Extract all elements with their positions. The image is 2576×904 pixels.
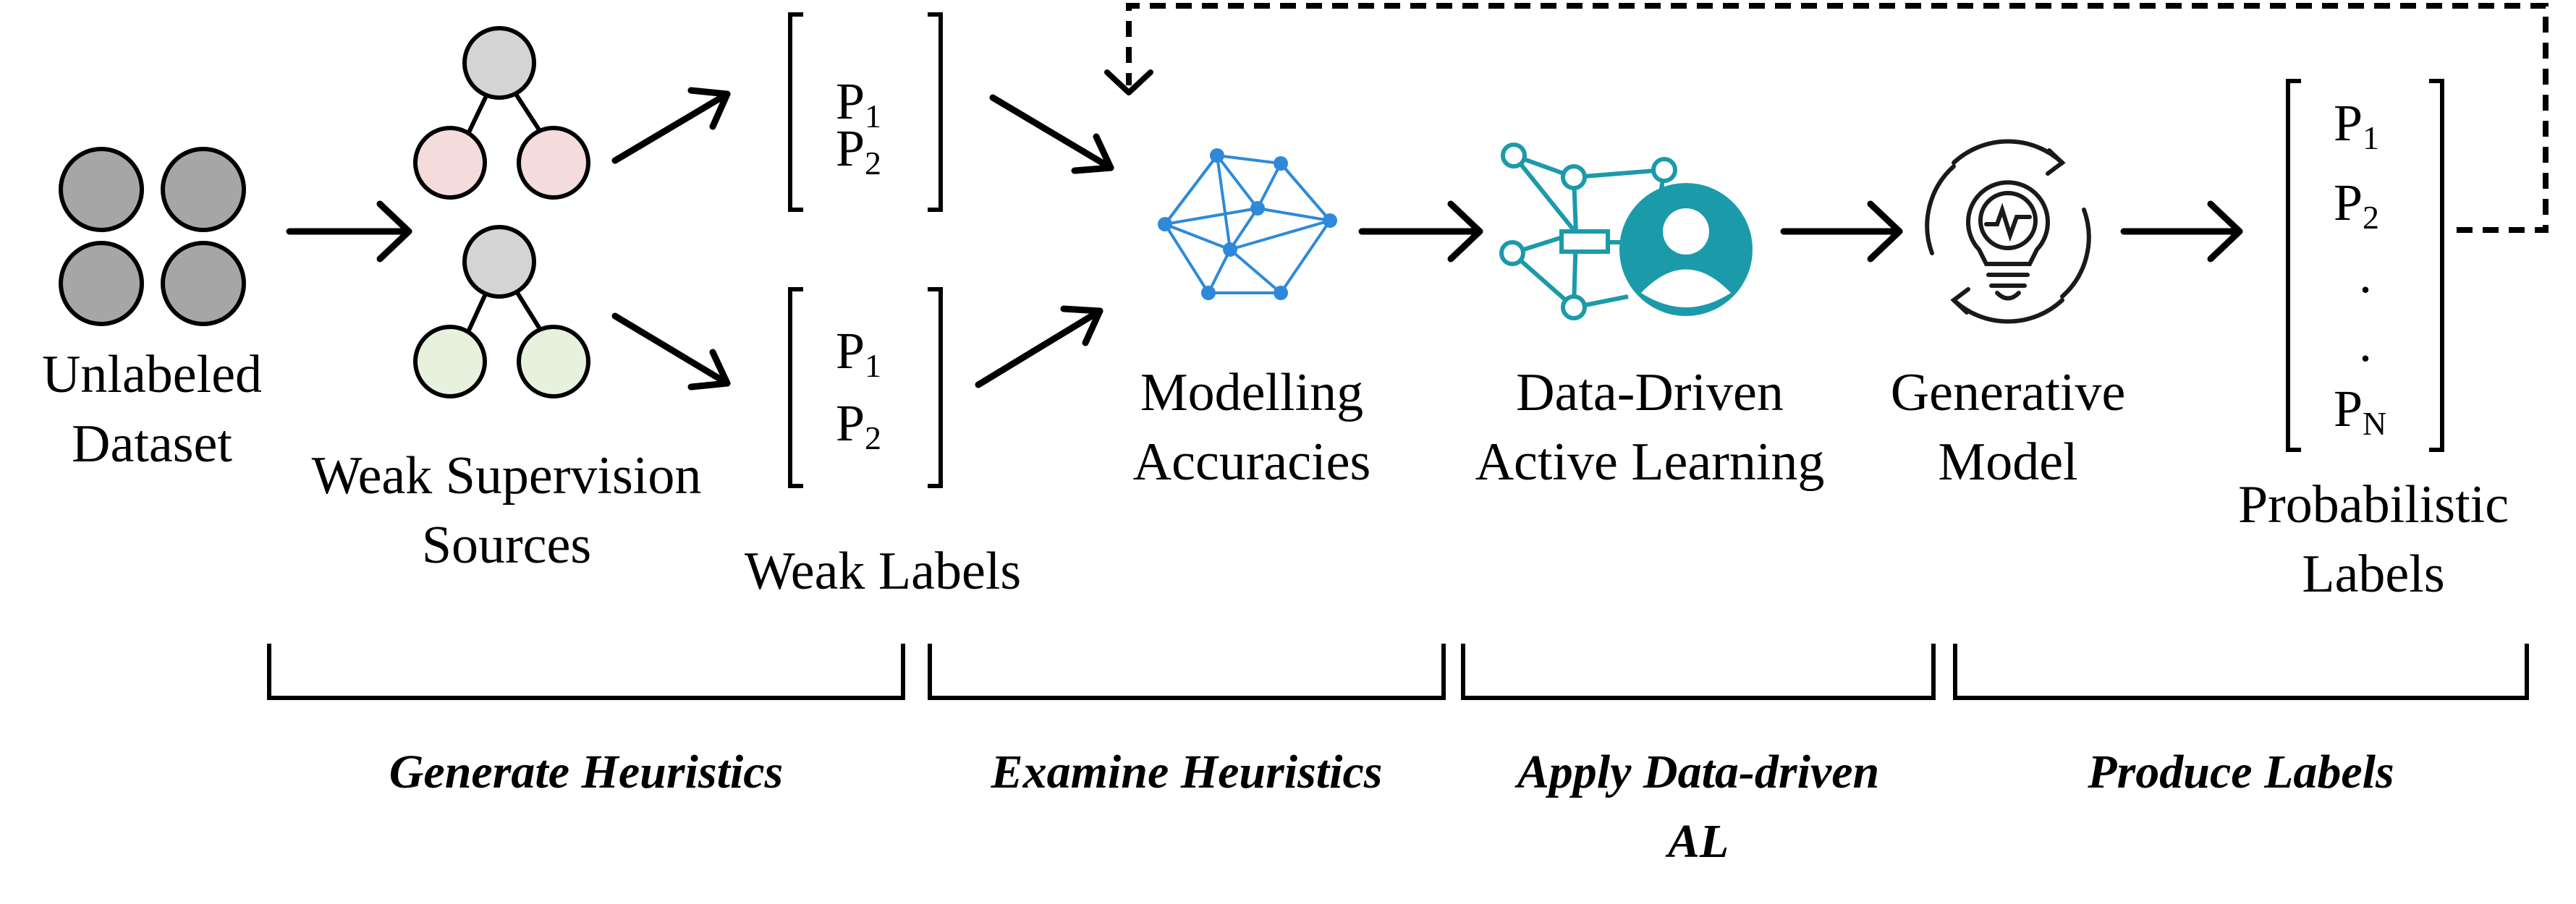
arrow-modelling-to-learning [1358,200,1483,263]
modelling-accuracies-label: Modelling Accuracies [1107,358,1397,497]
weak-labels-label: Weak Labels [744,542,1022,601]
unlabeled-dataset-label: Unlabeled Dataset [14,340,289,479]
generative-model-label: Generative Model [1860,358,2156,497]
arrow-labels-to-modelling-top [989,94,1114,174]
dataset-circle [161,147,246,232]
stage-apply-line1: Apply Data-driven [1517,746,1880,798]
weak-supervision-sources-line1: Weak Supervision [311,446,702,506]
weak-label-bottom-p1: P1 [836,322,882,384]
arrow-sources-to-label-bottom [611,312,731,391]
dataset-circle [59,241,144,326]
probabilistic-label-ellipsis-2: . [2359,315,2372,372]
arrow-generative-to-labels [2120,200,2243,263]
weak-label-bracket-top [788,12,943,212]
unlabeled-dataset-line2: Dataset [72,414,232,474]
stage-apply-active-learning: Apply Data-driven AL [1447,738,1949,877]
dataset-circle [161,241,246,326]
arrow-labels-to-modelling-bottom [975,305,1103,388]
user-avatar-icon [1619,183,1753,316]
probabilistic-label-p2: P2 [2334,174,2380,236]
stage-bracket-apply [1461,644,1936,700]
feedback-loop-dashed-arrow [1104,3,2549,233]
arrow-dataset-to-sources [286,200,412,263]
weak-source-tree-bottom-icon [413,225,590,398]
weak-supervision-sources-line2: Sources [421,516,592,575]
generative-model-line1: Generative [1890,363,2126,422]
modelling-accuracies-line2: Accuracies [1132,432,1371,492]
lightbulb-cycle-icon [1925,139,2091,324]
weak-label-top-p2: P2 [836,119,882,182]
weak-label-top-p1: P1 [836,72,882,135]
dataset-circles-icon [59,147,246,326]
modelling-accuracies-line1: Modelling [1140,363,1364,422]
unlabeled-dataset-line1: Unlabeled [41,345,263,404]
probabilistic-label-p1: P1 [2334,94,2380,156]
stage-produce-labels: Produce Labels [2088,746,2394,798]
stage-examine-heuristics: Examine Heuristics [991,746,1383,798]
probabilistic-labels-label: Probabilistic Labels [2221,470,2525,609]
weak-label-bottom-p2: P2 [836,394,882,456]
weak-supervision-sources-label: Weak Supervision Sources [275,441,738,580]
dataset-circle [59,147,144,232]
probabilistic-label-pn: PN [2334,380,2387,442]
stage-apply-line2: AL [1667,815,1729,868]
active-learning-label: Data-Driven Active Learning [1433,358,1867,497]
active-learning-line1: Data-Driven [1516,363,1784,422]
probabilistic-labels-line1: Probabilistic [2237,475,2509,534]
weak-label-bracket-bottom [788,287,943,488]
modelling-network-icon [1158,148,1337,300]
stage-bracket-produce [1953,644,2529,700]
weak-source-tree-top-icon [413,26,590,200]
probabilistic-labels-line2: Labels [2302,545,2445,604]
generative-model-line2: Model [1938,432,2078,492]
stage-generate-heuristics: Generate Heuristics [389,746,784,798]
probabilistic-label-bracket [2286,79,2444,452]
active-learning-network-icon [1499,142,1677,320]
arrow-sources-to-label-top [611,87,731,164]
active-learning-line2: Active Learning [1475,432,1825,492]
probabilistic-label-ellipsis-1: . [2359,246,2372,304]
stage-bracket-generate [267,644,905,700]
stage-bracket-examine [928,644,1446,700]
arrow-learning-to-generative [1780,200,1903,263]
